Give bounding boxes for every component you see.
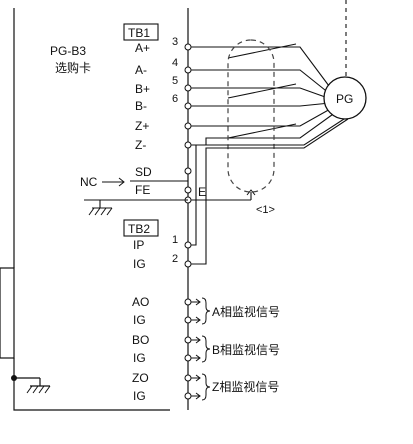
tb2-terminal-label: ZO xyxy=(132,371,149,385)
terminal-bo xyxy=(184,336,192,344)
board-subtitle: 选购卡 xyxy=(55,60,91,75)
wire-number: 2 xyxy=(172,253,178,265)
monitor-arrow-head xyxy=(195,354,201,362)
monitor-brace-b xyxy=(201,335,211,363)
terminal-a-minus xyxy=(184,66,192,74)
terminal-zo xyxy=(184,374,192,382)
terminal-z-plus xyxy=(184,122,192,130)
wire-a-minus xyxy=(191,69,331,95)
ground-hatch xyxy=(106,207,113,216)
tb1-terminal-label: A- xyxy=(135,63,147,77)
wire-number: 3 xyxy=(172,36,178,48)
tb2-terminal-label: IP xyxy=(133,238,144,252)
terminal-ip xyxy=(184,241,192,249)
monitor-label-z: Z相监视信号 xyxy=(212,379,279,394)
tb1-terminal-label: B- xyxy=(135,99,147,113)
tb1-label-box xyxy=(123,23,159,41)
tb1-terminal-label: FE xyxy=(135,183,150,197)
terminal-a-plus xyxy=(184,43,192,51)
terminal-fe xyxy=(184,186,192,194)
terminal-ig xyxy=(184,260,192,268)
wire-number: 1 xyxy=(172,234,178,246)
wire-b-minus xyxy=(191,102,331,107)
tb2-terminal-label: IG xyxy=(133,313,146,327)
nc-label: NC xyxy=(80,175,98,189)
shield-note: <1> xyxy=(256,204,275,216)
shield-drain-arrow xyxy=(246,189,256,196)
monitor-arrow-head xyxy=(195,336,201,344)
ground-hatch xyxy=(38,385,45,394)
tb1-label: TB1 xyxy=(128,26,150,40)
terminal-ao xyxy=(184,298,192,306)
ground-hatch xyxy=(32,385,39,394)
wire-number: 6 xyxy=(172,93,178,105)
monitor-arrow-head xyxy=(195,374,201,382)
twisted-pair-mark xyxy=(227,43,297,59)
terminal-b-minus xyxy=(184,102,192,110)
wire-number: 5 xyxy=(172,75,178,87)
ground-hatch xyxy=(26,385,33,394)
terminal-ig-b xyxy=(184,354,192,362)
board-name: PG-B3 xyxy=(50,44,86,58)
twisted-pair-mark xyxy=(227,83,297,99)
tb1-terminal-label: A+ xyxy=(135,41,150,55)
pg-encoder xyxy=(323,76,367,120)
cable-shield xyxy=(227,39,275,193)
pg-label: PG xyxy=(336,92,353,106)
tb2-terminal-label: IG xyxy=(133,389,146,403)
wire-a-plus xyxy=(191,46,333,91)
terminal-z-minus xyxy=(184,141,192,149)
tb2-label: TB2 xyxy=(128,222,150,236)
wire-ip xyxy=(191,118,345,246)
twisted-pair-mark xyxy=(227,123,297,139)
wire-b-plus xyxy=(191,87,329,99)
ground-hatch xyxy=(44,385,51,394)
tb1-terminal-label: SD xyxy=(135,165,152,179)
board-connector xyxy=(0,267,15,359)
tb2-terminal-label: IG xyxy=(133,351,146,365)
tb1-terminal-label: Z- xyxy=(135,138,146,152)
monitor-brace-a xyxy=(201,297,211,325)
monitor-arrow-head xyxy=(195,298,201,306)
tb2-label-box xyxy=(123,219,159,237)
monitor-brace-z xyxy=(201,373,211,401)
tb2-terminal-label: BO xyxy=(132,333,149,347)
terminal-ig-z xyxy=(184,392,192,400)
tb2-terminal-label: AO xyxy=(132,295,149,309)
tb2-terminal-label: IG xyxy=(133,257,146,271)
wire-ig xyxy=(191,118,349,265)
nc-arrow-head xyxy=(118,177,125,187)
ground-hatch xyxy=(100,207,107,216)
terminal-sd xyxy=(184,167,192,175)
tb1-terminal-label: B+ xyxy=(135,82,150,96)
ground-hatch xyxy=(94,207,101,216)
terminal-ig-a xyxy=(184,316,192,324)
monitor-label-b: B相监视信号 xyxy=(212,342,280,357)
monitor-label-a: A相监视信号 xyxy=(212,304,280,319)
wire-number: 4 xyxy=(172,57,178,69)
monitor-arrow-head xyxy=(195,316,201,324)
ground-hatch xyxy=(88,207,95,216)
ground-junction-dot xyxy=(11,375,17,381)
monitor-arrow-head xyxy=(195,392,201,400)
tb1-terminal-label: Z+ xyxy=(135,119,149,133)
wire-z-minus xyxy=(191,111,337,146)
fe-e-tag: E xyxy=(198,185,206,199)
terminal-b-plus xyxy=(184,84,192,92)
wire-z-plus xyxy=(191,107,333,127)
